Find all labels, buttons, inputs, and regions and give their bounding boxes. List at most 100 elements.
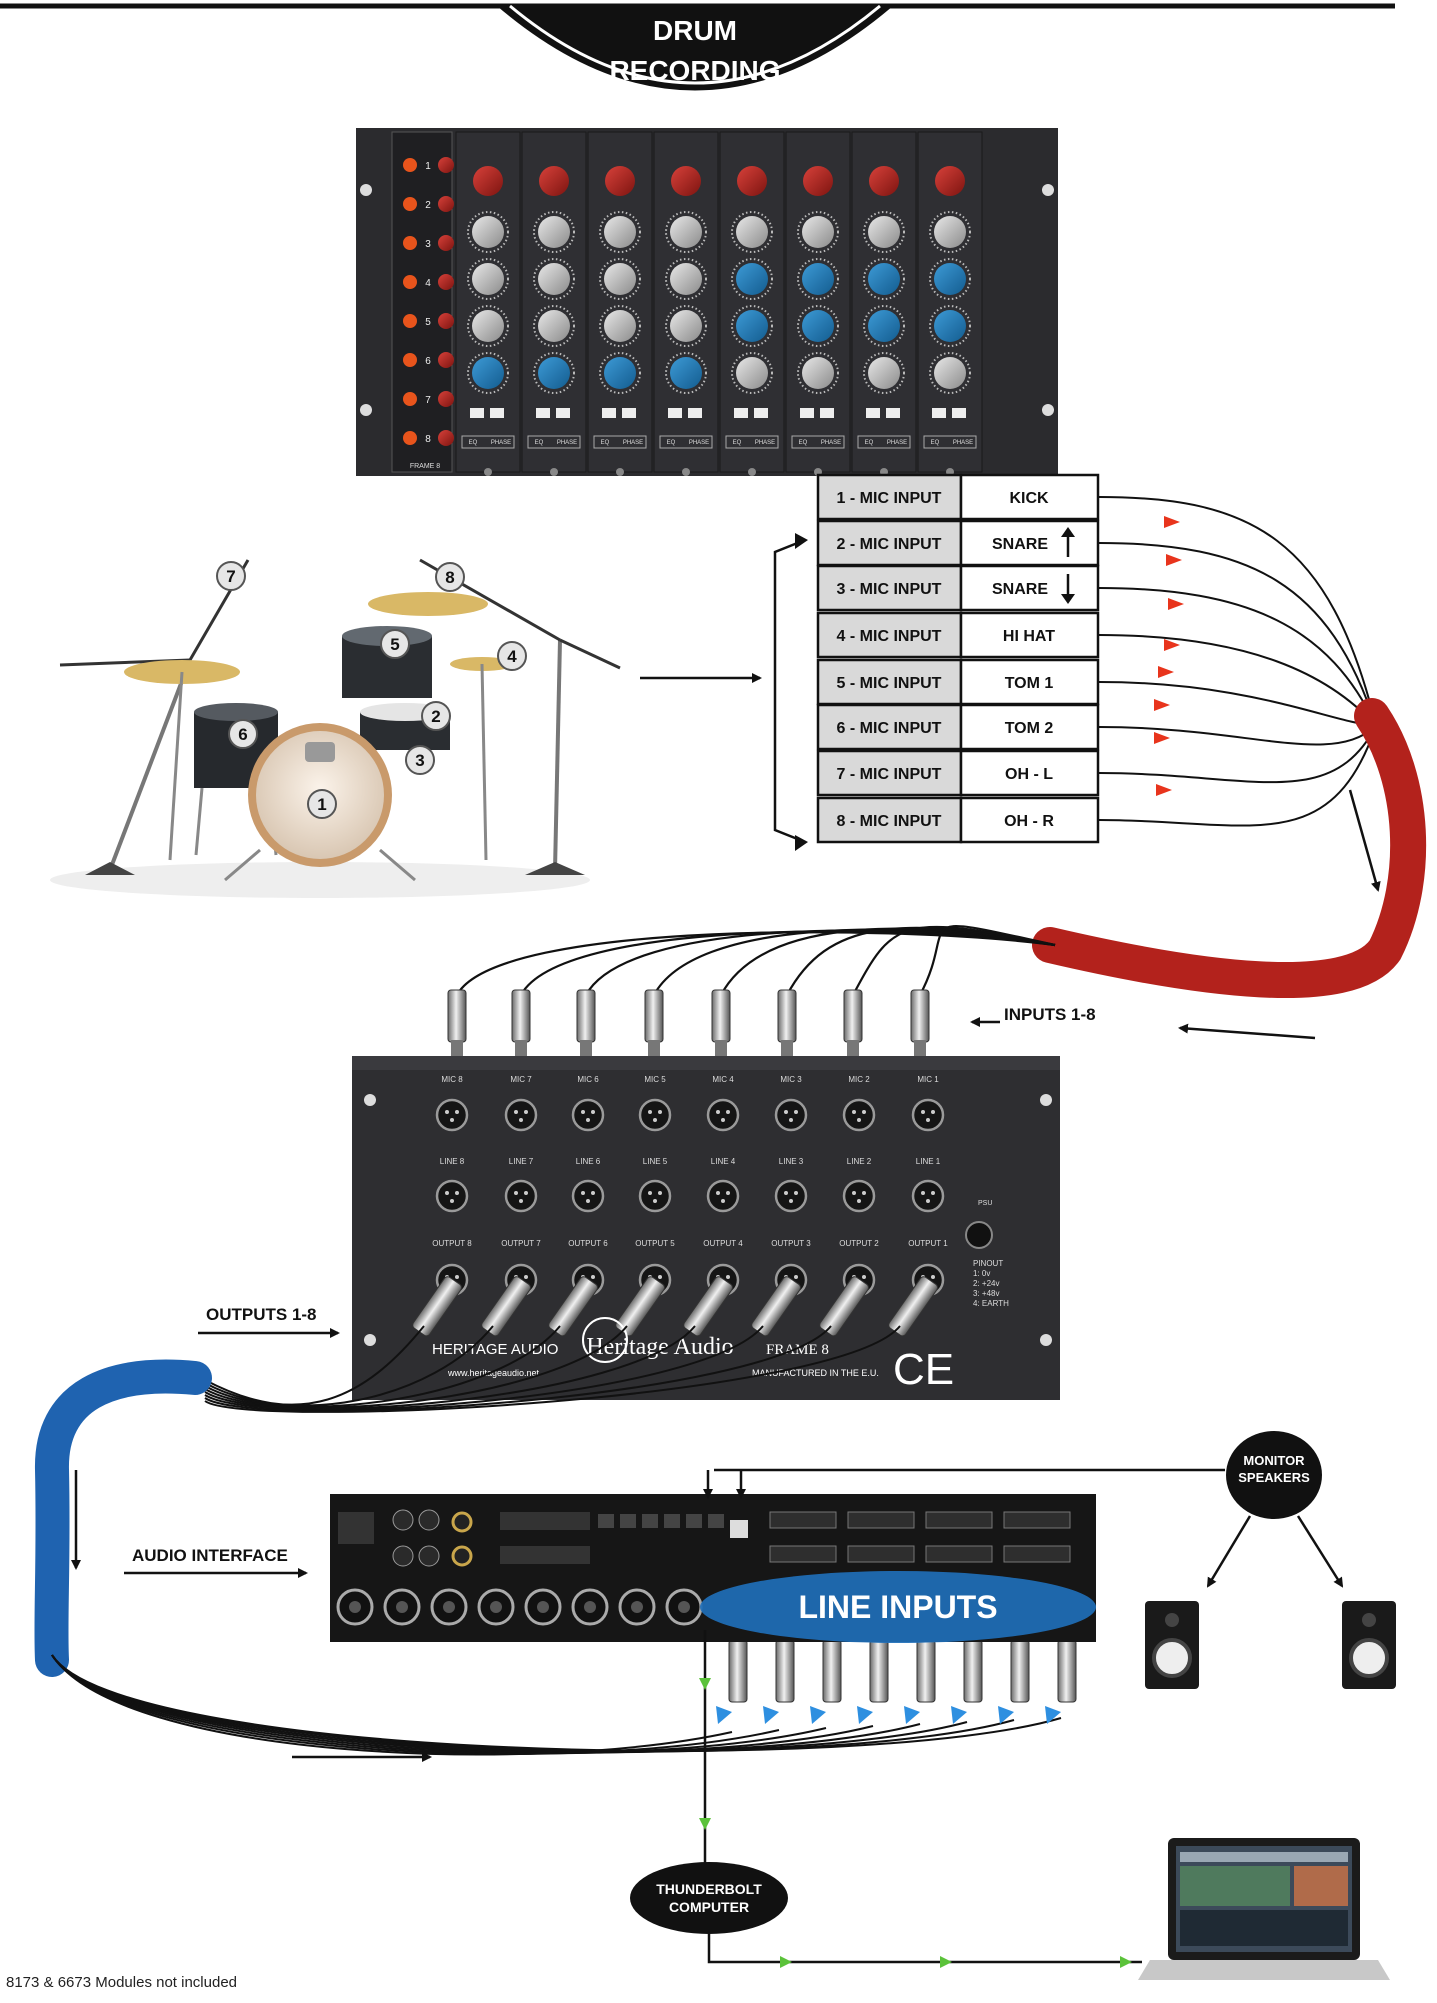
knob-scale [929, 305, 971, 347]
optical-port [708, 1514, 724, 1528]
eq-knob [736, 310, 768, 342]
eq-knob [802, 357, 834, 389]
module-switch-label: PHASE [491, 440, 511, 446]
line-inputs-highlight [700, 1571, 1096, 1643]
frame8-connector-label: LINE 7 [509, 1157, 534, 1166]
breakout-cable [585, 929, 1056, 996]
line-input-cables [51, 1639, 1077, 1756]
speaker-left [1145, 1601, 1199, 1689]
eq-knob [802, 310, 834, 342]
optical-port [620, 1514, 636, 1528]
frame8-connector-label: MIC 6 [577, 1075, 599, 1084]
mic-stand-left [108, 659, 192, 871]
knob-scale [731, 305, 773, 347]
knob-scale [467, 258, 509, 300]
mic-table-source-cell [959, 519, 1100, 567]
xlr-socket [504, 1179, 538, 1213]
xlr-plug-tip [715, 1040, 727, 1056]
xlr-pin [926, 1118, 930, 1122]
red-signal-arrow [1158, 666, 1174, 678]
eq-knob [472, 357, 504, 389]
combo-input-core [537, 1601, 549, 1613]
module-switch [734, 408, 748, 418]
module-switch-label: PHASE [821, 440, 841, 446]
snake-breakout-cables [447, 925, 1056, 1056]
module-switch-label: EQ [469, 440, 478, 446]
preamp-channel-number: 1 [425, 161, 431, 172]
laptop-base [1138, 1960, 1390, 1980]
table-cable [1098, 725, 1377, 827]
green-arrow [699, 1678, 711, 1690]
eq-knob [868, 310, 900, 342]
red-signal-arrow [1154, 699, 1170, 711]
line-input-cable [51, 1654, 733, 1756]
pinout-line: 4: EARTH [973, 1299, 1009, 1308]
xlr-plug-tip [781, 1040, 793, 1056]
module-switch-label: EQ [865, 440, 874, 446]
cymbal-stand [168, 671, 184, 861]
mic-boom-right [559, 638, 621, 670]
preamp-gain-knob [438, 313, 454, 329]
computer-link [707, 1934, 1142, 1964]
kit-mic-badge-number: 5 [390, 635, 399, 654]
eq-knob [472, 263, 504, 295]
eq-knob [802, 263, 834, 295]
module-switch [754, 408, 768, 418]
table-cable [1098, 725, 1377, 746]
module-switch-label: PHASE [689, 440, 709, 446]
frame8-connector-label: OUTPUT 1 [908, 1239, 948, 1248]
module-switch [866, 408, 880, 418]
db-port [500, 1546, 590, 1564]
preamp-led [403, 158, 417, 172]
preamp-channel-number: 3 [425, 239, 431, 250]
monitor-speakers-badge [1226, 1431, 1322, 1519]
frame8-connector-label: MIC 2 [848, 1075, 870, 1084]
module-switch-label: PHASE [623, 440, 643, 446]
module-screw [484, 468, 492, 476]
module-switch [820, 408, 834, 418]
xlr-pin [852, 1191, 856, 1195]
module-screw [748, 468, 756, 476]
preamp-channel-number: 7 [425, 395, 431, 406]
preamp-input-knob [803, 166, 833, 196]
knob-scale [731, 258, 773, 300]
xlr-pin [455, 1110, 459, 1114]
xlr-pin [726, 1191, 730, 1195]
knob-scale [797, 258, 839, 300]
xlr-plug [711, 989, 731, 1043]
xlr-plug-tip [515, 1040, 527, 1056]
preamp-gain-knob [438, 196, 454, 212]
line-input-plug [728, 1639, 748, 1703]
breakout-cable [456, 931, 1056, 996]
header-title-line1: DRUM [653, 15, 737, 46]
eq-knob [670, 216, 702, 248]
kit-mic-badge [405, 745, 435, 775]
module-switch [490, 408, 504, 418]
xlr-pin [653, 1199, 657, 1203]
mic-table-source-cell [959, 473, 1100, 521]
breakout-cable [786, 926, 1056, 996]
kit-mic-badge-number: 3 [415, 751, 424, 770]
preamp-led [403, 275, 417, 289]
xlr-pin [581, 1110, 585, 1114]
mic-table-source-cell [959, 564, 1100, 612]
xlr-pin [921, 1191, 925, 1195]
xlr-pin [726, 1110, 730, 1114]
eq-knob [604, 216, 636, 248]
module-switch-label: EQ [931, 440, 940, 446]
frame8-connector-label: LINE 6 [576, 1157, 601, 1166]
output-cable [204, 1325, 425, 1406]
xlr-pin [514, 1110, 518, 1114]
module-switch-label: EQ [667, 440, 676, 446]
xlr-pin [586, 1199, 590, 1203]
line-input-plug [916, 1639, 936, 1703]
mic-table-input: 5 - MIC INPUT [837, 675, 942, 692]
mic-table-input-cell [816, 519, 963, 567]
frame8-brand: HERITAGE AUDIO [432, 1341, 558, 1358]
mic-stand-right [553, 639, 562, 871]
